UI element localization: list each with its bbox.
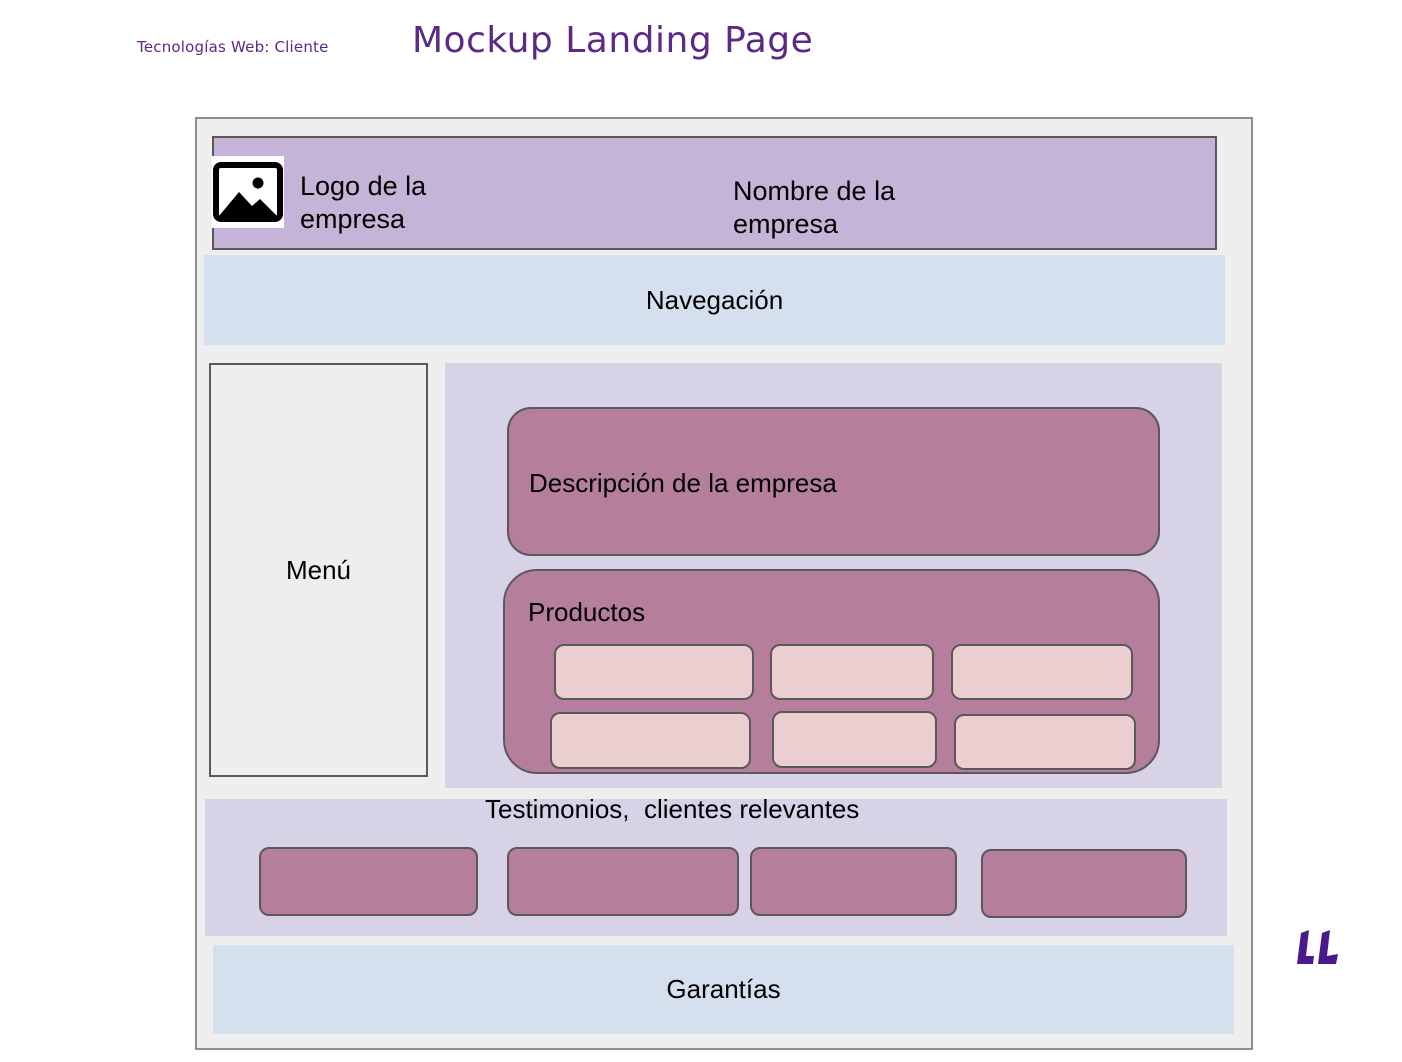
description-block — [507, 407, 1160, 556]
menu-block: Menú — [209, 363, 428, 777]
testimonial-card — [750, 847, 957, 916]
product-card — [770, 644, 934, 700]
logo-label: Logo de la empresa — [300, 171, 427, 234]
course-name: Tecnologías Web: Cliente — [137, 38, 329, 56]
header-block — [212, 136, 1217, 250]
product-card — [951, 644, 1133, 700]
product-card — [954, 714, 1136, 770]
testimonial-card — [507, 847, 739, 916]
product-card — [772, 711, 937, 768]
slide-title: Mockup Landing Page — [412, 20, 814, 61]
product-card — [550, 712, 751, 769]
products-label: Productos — [528, 597, 646, 627]
guarantees-block: Garantías — [213, 945, 1234, 1034]
institution-logo-icon — [1292, 928, 1342, 968]
menu-label: Menú — [285, 554, 352, 585]
guarantees-label: Garantías — [666, 974, 781, 1004]
navigation-block: Navegación — [204, 255, 1225, 345]
navigation-label: Navegación — [645, 284, 784, 315]
testimonials-label: Testimonios, clientes relevantes — [485, 794, 860, 824]
testimonial-card — [259, 847, 478, 916]
company-name-label: Nombre de la empresa — [733, 176, 896, 239]
product-card — [554, 644, 754, 700]
description-label: Descripción de la empresa — [529, 468, 837, 498]
image-icon — [212, 156, 284, 228]
testimonial-card — [981, 849, 1187, 918]
